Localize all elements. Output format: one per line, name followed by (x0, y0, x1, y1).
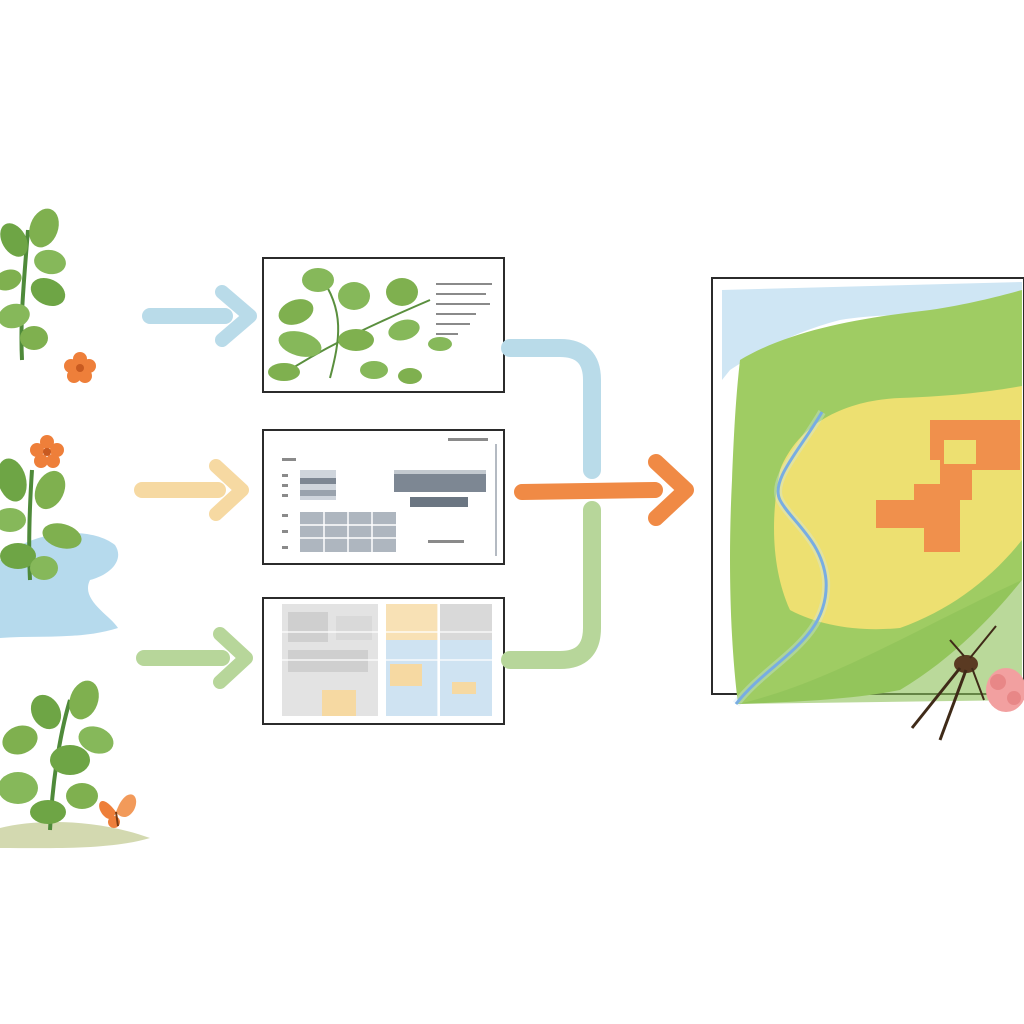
connector-blue (501, 339, 601, 479)
input-arrow-green (136, 627, 253, 689)
specimen-sheet-panel (262, 257, 505, 393)
herbarium-specimen-icon (268, 268, 452, 384)
specimen-label-lines (436, 283, 492, 335)
connector-green (501, 501, 601, 669)
plant-cluster-bottom (0, 680, 150, 849)
ground-patch (0, 822, 150, 849)
river (734, 411, 828, 705)
output-arrow (514, 454, 694, 526)
butterfly-icon (99, 794, 137, 828)
input-arrow-yellow (134, 459, 249, 521)
plant-near-water-icon (0, 435, 119, 638)
plant-with-butterfly-icon (0, 680, 150, 849)
distribution-map (711, 277, 1024, 741)
data-table-panel (262, 429, 505, 565)
table-row-markers (282, 438, 488, 549)
plant-with-flower-icon (0, 208, 96, 383)
plant-cluster-middle (0, 435, 119, 638)
grid-data-panel (262, 597, 505, 725)
hotspot-hole (944, 440, 976, 464)
plant-cluster-top (0, 208, 96, 383)
input-arrow-blue (142, 285, 257, 347)
data-table-icon (300, 470, 486, 552)
insect-icon (910, 625, 997, 741)
water-zone (722, 282, 1022, 380)
lower-shade (738, 580, 1022, 704)
pink-flower-icon (986, 668, 1024, 712)
flower-icon (64, 352, 96, 383)
grid-chart-icon (282, 604, 492, 716)
hotspot-orange (876, 420, 1020, 552)
flower-icon (30, 435, 64, 468)
heat-map-icon (722, 282, 1022, 707)
